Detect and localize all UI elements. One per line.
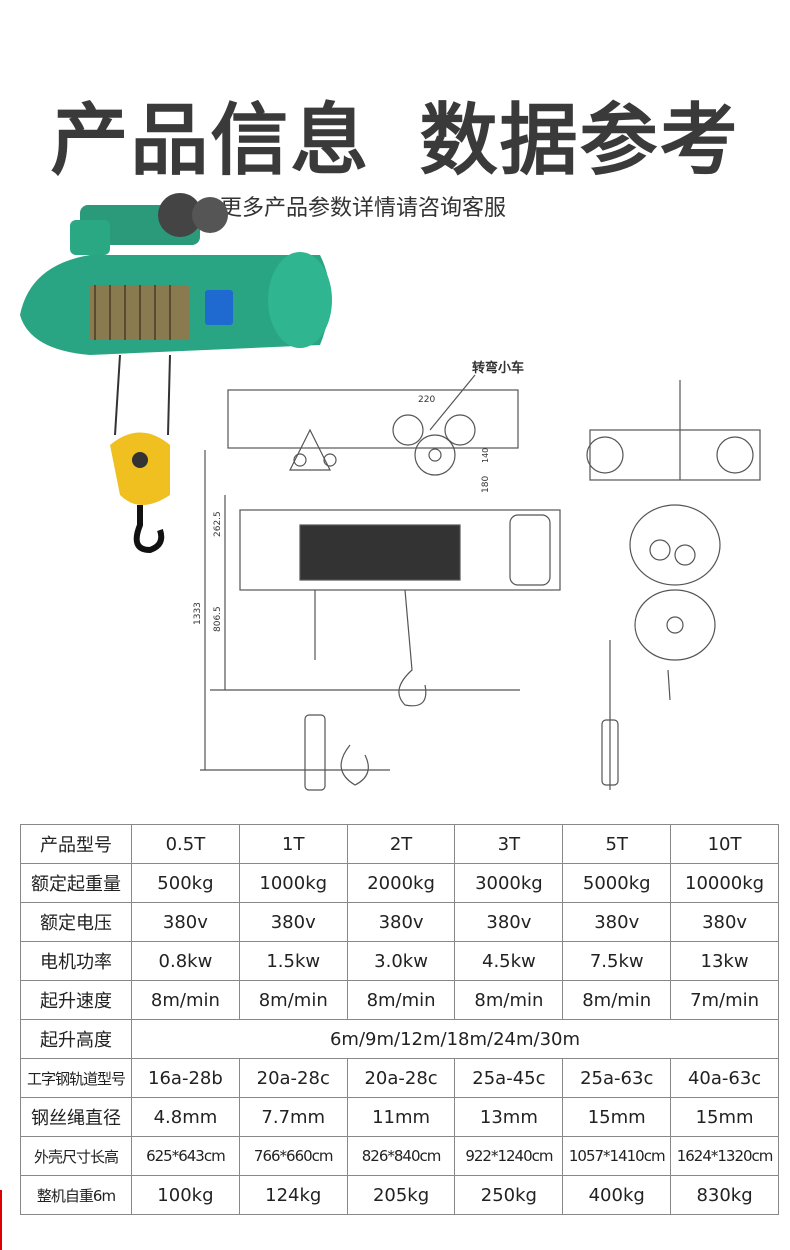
table-cell-merged: 6m/9m/12m/18m/24m/30m xyxy=(131,1019,779,1059)
table-cell: 250kg xyxy=(454,1175,564,1215)
table-cell: 766*660cm xyxy=(238,1136,348,1176)
table-cell: 380v xyxy=(346,902,456,942)
table-cell: 3T xyxy=(454,824,564,864)
table-cell: 5T xyxy=(562,824,672,864)
table-cell: 922*1240cm xyxy=(454,1136,564,1176)
table-cell: 7.5kw xyxy=(562,941,672,981)
table-cell: 4.8mm xyxy=(131,1097,240,1137)
table-cell: 380v xyxy=(131,902,240,942)
table-cell: 7.7mm xyxy=(238,1097,348,1137)
row-label: 整机自重6m xyxy=(20,1175,132,1215)
dim-220: 220 xyxy=(418,395,435,405)
table-cell: 625*643cm xyxy=(131,1136,240,1176)
table-cell: 8m/min xyxy=(346,980,456,1020)
page-title: 产品信息 数据参考 xyxy=(0,78,790,190)
table-cell: 380v xyxy=(562,902,672,942)
technical-drawing: 转弯小车 1333 262.5 806.5 220 180 140 xyxy=(193,360,761,791)
table-cell: 13kw xyxy=(670,941,779,981)
dim-180: 180 xyxy=(481,476,491,493)
title-product-info: 产品信息 xyxy=(50,96,371,186)
table-cell: 20a-28c xyxy=(238,1058,348,1098)
row-label: 起升速度 xyxy=(20,980,132,1020)
table-cell: 15mm xyxy=(670,1097,779,1137)
table-cell: 13mm xyxy=(454,1097,564,1137)
table-cell: 830kg xyxy=(670,1175,779,1215)
turning-trolley-label: 转弯小车 xyxy=(472,360,524,376)
table-cell: 380v xyxy=(238,902,348,942)
table-cell: 2000kg xyxy=(346,863,456,903)
table-cell: 25a-45c xyxy=(454,1058,564,1098)
table-cell: 8m/min xyxy=(454,980,564,1020)
hoist-photo xyxy=(20,193,332,554)
table-cell: 20a-28c xyxy=(346,1058,456,1098)
table-cell: 15mm xyxy=(562,1097,672,1137)
dim-1333: 1333 xyxy=(193,602,203,625)
table-cell: 205kg xyxy=(346,1175,456,1215)
table-cell: 10000kg xyxy=(670,863,779,903)
row-label: 额定起重量 xyxy=(20,863,132,903)
table-cell: 826*840cm xyxy=(346,1136,456,1176)
table-cell: 1T xyxy=(238,824,348,864)
dim-262-5: 262.5 xyxy=(213,511,223,537)
row-label: 电机功率 xyxy=(20,941,132,981)
table-cell: 1.5kw xyxy=(238,941,348,981)
table-cell: 380v xyxy=(670,902,779,942)
table-cell: 4.5kw xyxy=(454,941,564,981)
table-cell: 16a-28b xyxy=(131,1058,240,1098)
table-cell: 500kg xyxy=(131,863,240,903)
table-cell: 7m/min xyxy=(670,980,779,1020)
table-cell: 124kg xyxy=(238,1175,348,1215)
row-label: 工字钢轨道型号 xyxy=(20,1058,132,1098)
table-cell: 3000kg xyxy=(454,863,564,903)
row-label: 外壳尺寸长高 xyxy=(20,1136,132,1176)
row-label: 钢丝绳直径 xyxy=(20,1097,132,1137)
dim-806-5: 806.5 xyxy=(213,606,223,632)
table-cell: 100kg xyxy=(131,1175,240,1215)
subtitle: 更多产品参数详情请咨询客服 xyxy=(220,196,507,221)
table-cell: 10T xyxy=(670,824,779,864)
table-cell: 400kg xyxy=(562,1175,672,1215)
table-cell: 8m/min xyxy=(131,980,240,1020)
row-label: 起升高度 xyxy=(20,1019,132,1059)
row-label: 额定电压 xyxy=(20,902,132,942)
table-cell: 0.5T xyxy=(131,824,240,864)
table-cell: 0.8kw xyxy=(131,941,240,981)
table-cell: 2T xyxy=(346,824,456,864)
table-cell: 1624*1320cm xyxy=(670,1136,779,1176)
dim-140: 140 xyxy=(481,448,490,463)
title-data-reference: 数据参考 xyxy=(419,96,740,186)
table-cell: 1057*1410cm xyxy=(562,1136,672,1176)
table-cell: 8m/min xyxy=(562,980,672,1020)
table-cell: 8m/min xyxy=(238,980,348,1020)
row-label: 产品型号 xyxy=(20,824,132,864)
table-cell: 380v xyxy=(454,902,564,942)
table-cell: 11mm xyxy=(346,1097,456,1137)
table-cell: 1000kg xyxy=(238,863,348,903)
table-cell: 40a-63c xyxy=(670,1058,779,1098)
edge-mark xyxy=(0,1190,2,1250)
table-cell: 25a-63c xyxy=(562,1058,672,1098)
table-cell: 5000kg xyxy=(562,863,672,903)
table-cell: 3.0kw xyxy=(346,941,456,981)
